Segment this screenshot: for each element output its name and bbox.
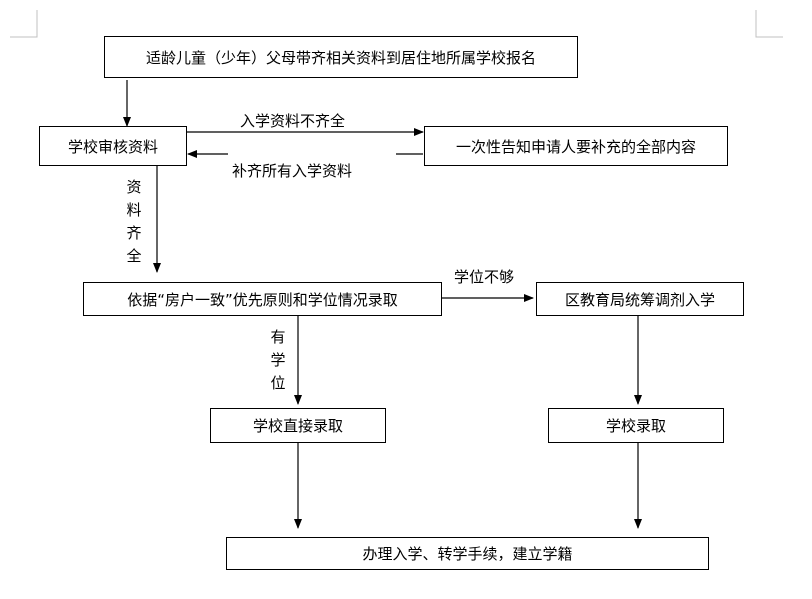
page-corner-mark-right [755,10,783,38]
label-has-seat-char: 有 [270,328,286,346]
label-has-seat: 有 学 位 [268,326,288,395]
label-complete: 资 料 齐 全 [124,176,144,268]
step-notify-box: 一次性告知申请人要补充的全部内容 [424,126,728,166]
step-district-box: 区教育局统筹调剂入学 [536,282,744,316]
step-direct-admit-box: 学校直接录取 [210,408,386,443]
step-admit-rule-box: 依据“房户一致”优先原则和学位情况录取 [83,282,442,316]
page-corner-mark-left [10,10,38,38]
step-apply-box: 适龄儿童（少年）父母带齐相关资料到居住地所属学校报名 [104,36,578,78]
step-review-box: 学校审核资料 [39,126,187,166]
step-final-box: 办理入学、转学手续，建立学籍 [226,537,709,570]
label-complete-char: 全 [126,247,142,265]
label-incomplete: 入学资料不齐全 [240,112,346,130]
label-complete-char: 齐 [126,224,142,242]
label-supplement: 补齐所有入学资料 [232,162,353,180]
step-school-admit-box: 学校录取 [548,408,724,443]
label-complete-char: 资 [126,178,142,196]
label-insufficient: 学位不够 [454,268,515,286]
label-complete-char: 料 [126,201,142,219]
label-has-seat-char: 位 [270,374,286,392]
label-has-seat-char: 学 [270,351,286,369]
